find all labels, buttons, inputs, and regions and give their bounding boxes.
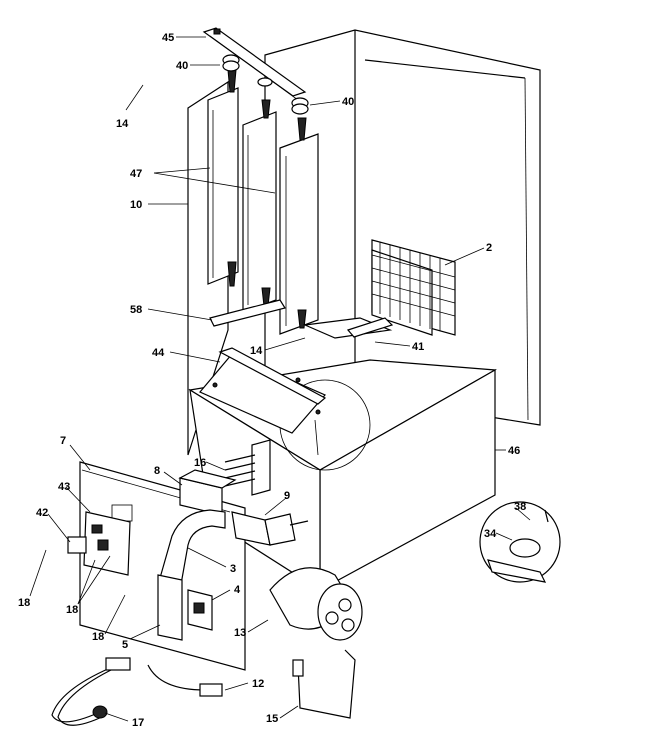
label-47: 47 [130,168,142,180]
part-labels: 45 40 40 14 47 10 2 58 14 41 44 46 7 16 … [18,32,526,729]
relay [178,469,237,516]
grid-filter [371,239,456,336]
label-58: 58 [130,304,142,316]
insulators [222,54,309,115]
label-42: 42 [36,507,48,519]
mounting-rail [199,347,327,434]
label-41: 41 [412,341,424,353]
label-38: 38 [514,501,526,513]
duct [157,509,226,641]
label-44: 44 [152,347,165,359]
bracket-58 [209,299,286,327]
terminal-block [224,439,271,496]
bracket-15 [292,649,356,719]
limit-control [479,501,561,583]
switch-plate [187,589,213,631]
label-18-c: 18 [92,631,104,643]
label-4: 4 [234,584,241,596]
label-13: 13 [234,627,246,639]
label-3: 3 [230,563,236,575]
label-40-b: 40 [342,96,354,108]
label-8: 8 [154,465,160,477]
label-14-a: 14 [116,118,129,130]
power-cord [51,657,131,726]
label-15: 15 [266,713,278,725]
label-14-b: 14 [250,345,263,357]
label-45: 45 [162,32,174,44]
label-46: 46 [508,445,520,457]
heating-elements [207,69,319,335]
label-40-a: 40 [176,60,188,72]
blower-wheel [269,567,363,641]
label-17: 17 [132,717,144,729]
thermostat [231,511,309,546]
label-9: 9 [284,490,290,502]
label-16: 16 [194,457,206,469]
label-2: 2 [486,242,492,254]
label-43: 43 [58,481,70,493]
bracket-41 [302,317,394,339]
cap-12 [147,664,223,697]
label-18-b: 18 [66,604,78,616]
label-34: 34 [484,528,497,540]
leader-lines [29,36,531,722]
label-5: 5 [122,639,128,651]
label-12: 12 [252,678,264,690]
label-10: 10 [130,199,142,211]
top-bracket [202,27,307,101]
label-7: 7 [60,435,66,447]
switch-bracket [67,511,131,576]
label-18-a: 18 [18,597,30,609]
